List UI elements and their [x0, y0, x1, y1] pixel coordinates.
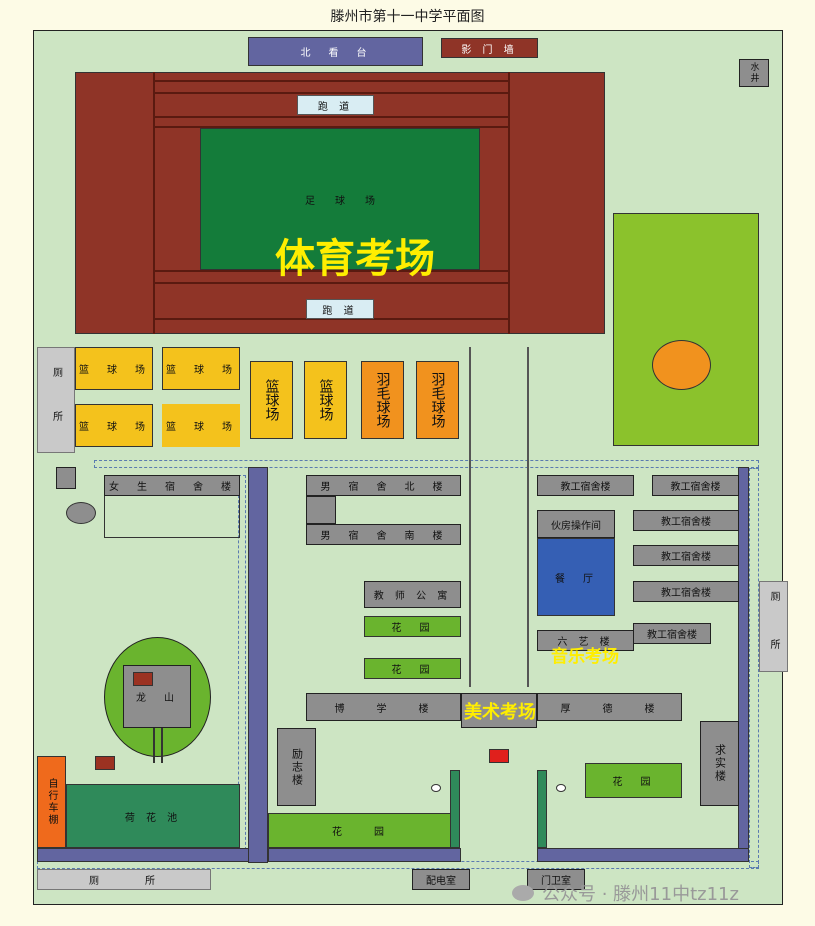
track-lane-line — [508, 72, 510, 334]
green-strip — [537, 770, 547, 848]
lamp-marker — [431, 784, 441, 792]
central-hall — [461, 693, 537, 728]
track-label-bottom: 跑 道 — [306, 299, 374, 319]
art-exam-overlay: 美术考场 — [464, 702, 536, 723]
pavilion — [133, 672, 153, 686]
road-south-1 — [37, 848, 249, 862]
track-lane-line — [153, 92, 508, 94]
well: 水井 — [739, 59, 769, 87]
path-line — [161, 728, 163, 763]
staff-dorm-3: 教工宿舍楼 — [633, 510, 739, 531]
music-exam-overlay: 音乐考场 — [551, 646, 619, 667]
staff-dorm-2: 教工宿舍楼 — [652, 475, 739, 496]
watermark: 公众号 · 滕州11中tz11z — [512, 878, 802, 908]
boundary-line — [37, 861, 759, 869]
boys-dorm-north: 男 宿 舍 北 楼 — [306, 475, 461, 496]
green-strip — [450, 770, 460, 848]
basketball-court-4: 篮 球 场 — [162, 404, 240, 447]
track-lane-line — [153, 116, 508, 118]
canteen: 餐 厅 — [537, 538, 615, 616]
basketball-court-6: 篮球场 — [304, 361, 347, 439]
dorm-connector — [306, 496, 336, 524]
garden-2: 花 园 — [364, 658, 461, 679]
toilet-bottom: 厕 所 — [37, 869, 211, 890]
track-lane-line — [153, 80, 508, 82]
east-field — [613, 213, 759, 446]
road-south-3 — [537, 848, 749, 862]
basketball-court-1: 篮 球 场 — [75, 347, 153, 390]
boundary-line — [94, 460, 759, 468]
map-title: 滕州市第十一中学平面图 — [330, 9, 485, 25]
toilet-right: 厕 所 — [759, 581, 788, 672]
bike-shed: 自行车棚 — [37, 756, 66, 848]
path-line — [153, 728, 155, 763]
track-label-top: 跑 道 — [297, 95, 374, 115]
boxue-building: 博 学 楼 — [306, 693, 461, 721]
small-pavilion — [95, 756, 115, 770]
track-lane-line — [153, 270, 508, 272]
garden-south: 花 园 — [268, 813, 452, 848]
badminton-court-2: 羽毛球场 — [416, 361, 459, 439]
flagpole-marker — [489, 749, 509, 763]
basketball-court-5: 篮球场 — [250, 361, 293, 439]
power-room: 配电室 — [412, 869, 470, 890]
north-stand: 北 看 台 — [248, 37, 423, 66]
watermark-text: 公众号 · 滕州11中tz11z — [542, 884, 739, 905]
girls-dorm: 女 生 宿 舍 楼 — [104, 475, 240, 496]
track-lane-line — [153, 282, 508, 284]
small-building — [56, 467, 76, 489]
road-south-2 — [268, 848, 461, 862]
track-lane-line — [153, 126, 508, 128]
track-lane-line — [153, 72, 155, 334]
boundary-line — [749, 468, 759, 868]
pe-exam-overlay: 体育考场 — [275, 236, 435, 282]
staff-dorm-6: 教工宿舍楼 — [633, 623, 711, 644]
garden-1: 花 园 — [364, 616, 461, 637]
staff-dorm-5: 教工宿舍楼 — [633, 581, 739, 602]
lotus-pond: 荷 花 池 — [66, 784, 240, 848]
central-road-line — [469, 347, 471, 687]
kitchen-operations: 伙房操作间 — [537, 510, 615, 538]
teacher-apartment: 教 师 公 寓 — [364, 581, 461, 608]
girls-dorm-yard — [104, 496, 240, 538]
qiushi-building: 求实楼 — [700, 721, 739, 806]
houde-building: 厚 德 楼 — [537, 693, 682, 721]
garden-east: 花 园 — [585, 763, 682, 798]
staff-dorm-4: 教工宿舍楼 — [633, 545, 739, 566]
lizhi-building: 励志楼 — [277, 728, 316, 806]
track-lane-line — [153, 318, 508, 320]
staff-dorm-1: 教工宿舍楼 — [537, 475, 634, 496]
badminton-court-1: 羽毛球场 — [361, 361, 404, 439]
toilet-left: 厕 所 — [37, 347, 75, 453]
road-east — [738, 467, 749, 862]
pond-circle — [652, 340, 711, 390]
wechat-icon — [512, 885, 534, 901]
lamp-marker — [556, 784, 566, 792]
central-road-line — [527, 347, 529, 687]
boys-dorm-south: 男 宿 舍 南 楼 — [306, 524, 461, 545]
oval-structure — [66, 502, 96, 524]
basketball-court-2: 篮 球 场 — [162, 347, 240, 390]
screen-wall: 影 门 墙 — [441, 38, 538, 58]
football-field: 足 球 场 — [200, 128, 480, 270]
road-west — [248, 467, 268, 863]
guard-room: 门卫室 — [527, 869, 585, 890]
basketball-court-3: 篮 球 场 — [75, 404, 153, 447]
